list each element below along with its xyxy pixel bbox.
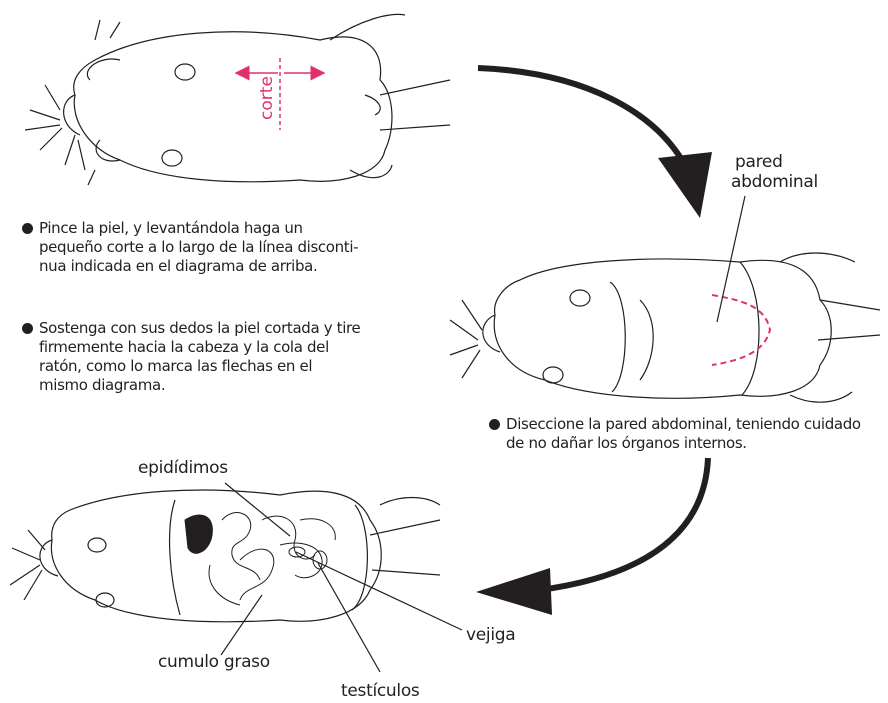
- mouse-organs-illustration: [10, 490, 440, 622]
- step-1-text: Pince la piel, y levantándola haga un pe…: [39, 219, 362, 276]
- intestines-illustration: [185, 513, 335, 605]
- mouse-intact-illustration: [25, 14, 450, 185]
- bullet-icon: [22, 323, 33, 334]
- step-3-text: Diseccione la pared abdominal, teniendo …: [506, 415, 869, 453]
- flow-arrow-2: [476, 458, 708, 615]
- step-1: Pince la piel, y levantándola haga un pe…: [22, 219, 362, 276]
- label-pared: pared abdominal: [735, 152, 818, 192]
- bullet-icon: [489, 419, 500, 430]
- label-cumulo: cumulo graso: [158, 652, 270, 672]
- label-pared-line2: abdominal: [731, 172, 818, 192]
- step-3: Diseccione la pared abdominal, teniendo …: [489, 415, 869, 453]
- organ-leader-lines: [221, 483, 462, 672]
- bullet-icon: [22, 223, 33, 234]
- label-pared-line1: pared: [735, 152, 818, 172]
- label-vejiga: vejiga: [466, 625, 515, 645]
- cut-label: corte: [257, 76, 277, 120]
- step-2: Sostenga con sus dedos la piel cortada y…: [22, 319, 362, 395]
- cut-markings: [242, 58, 318, 130]
- step-2-text: Sostenga con sus dedos la piel cortada y…: [39, 319, 362, 395]
- mouse-skin-opened-illustration: [450, 253, 880, 402]
- label-epididimos: epidídimos: [138, 458, 228, 478]
- label-testiculos: testículos: [341, 681, 419, 701]
- flow-arrow-1: [478, 68, 712, 218]
- pared-leader-line: [717, 196, 745, 322]
